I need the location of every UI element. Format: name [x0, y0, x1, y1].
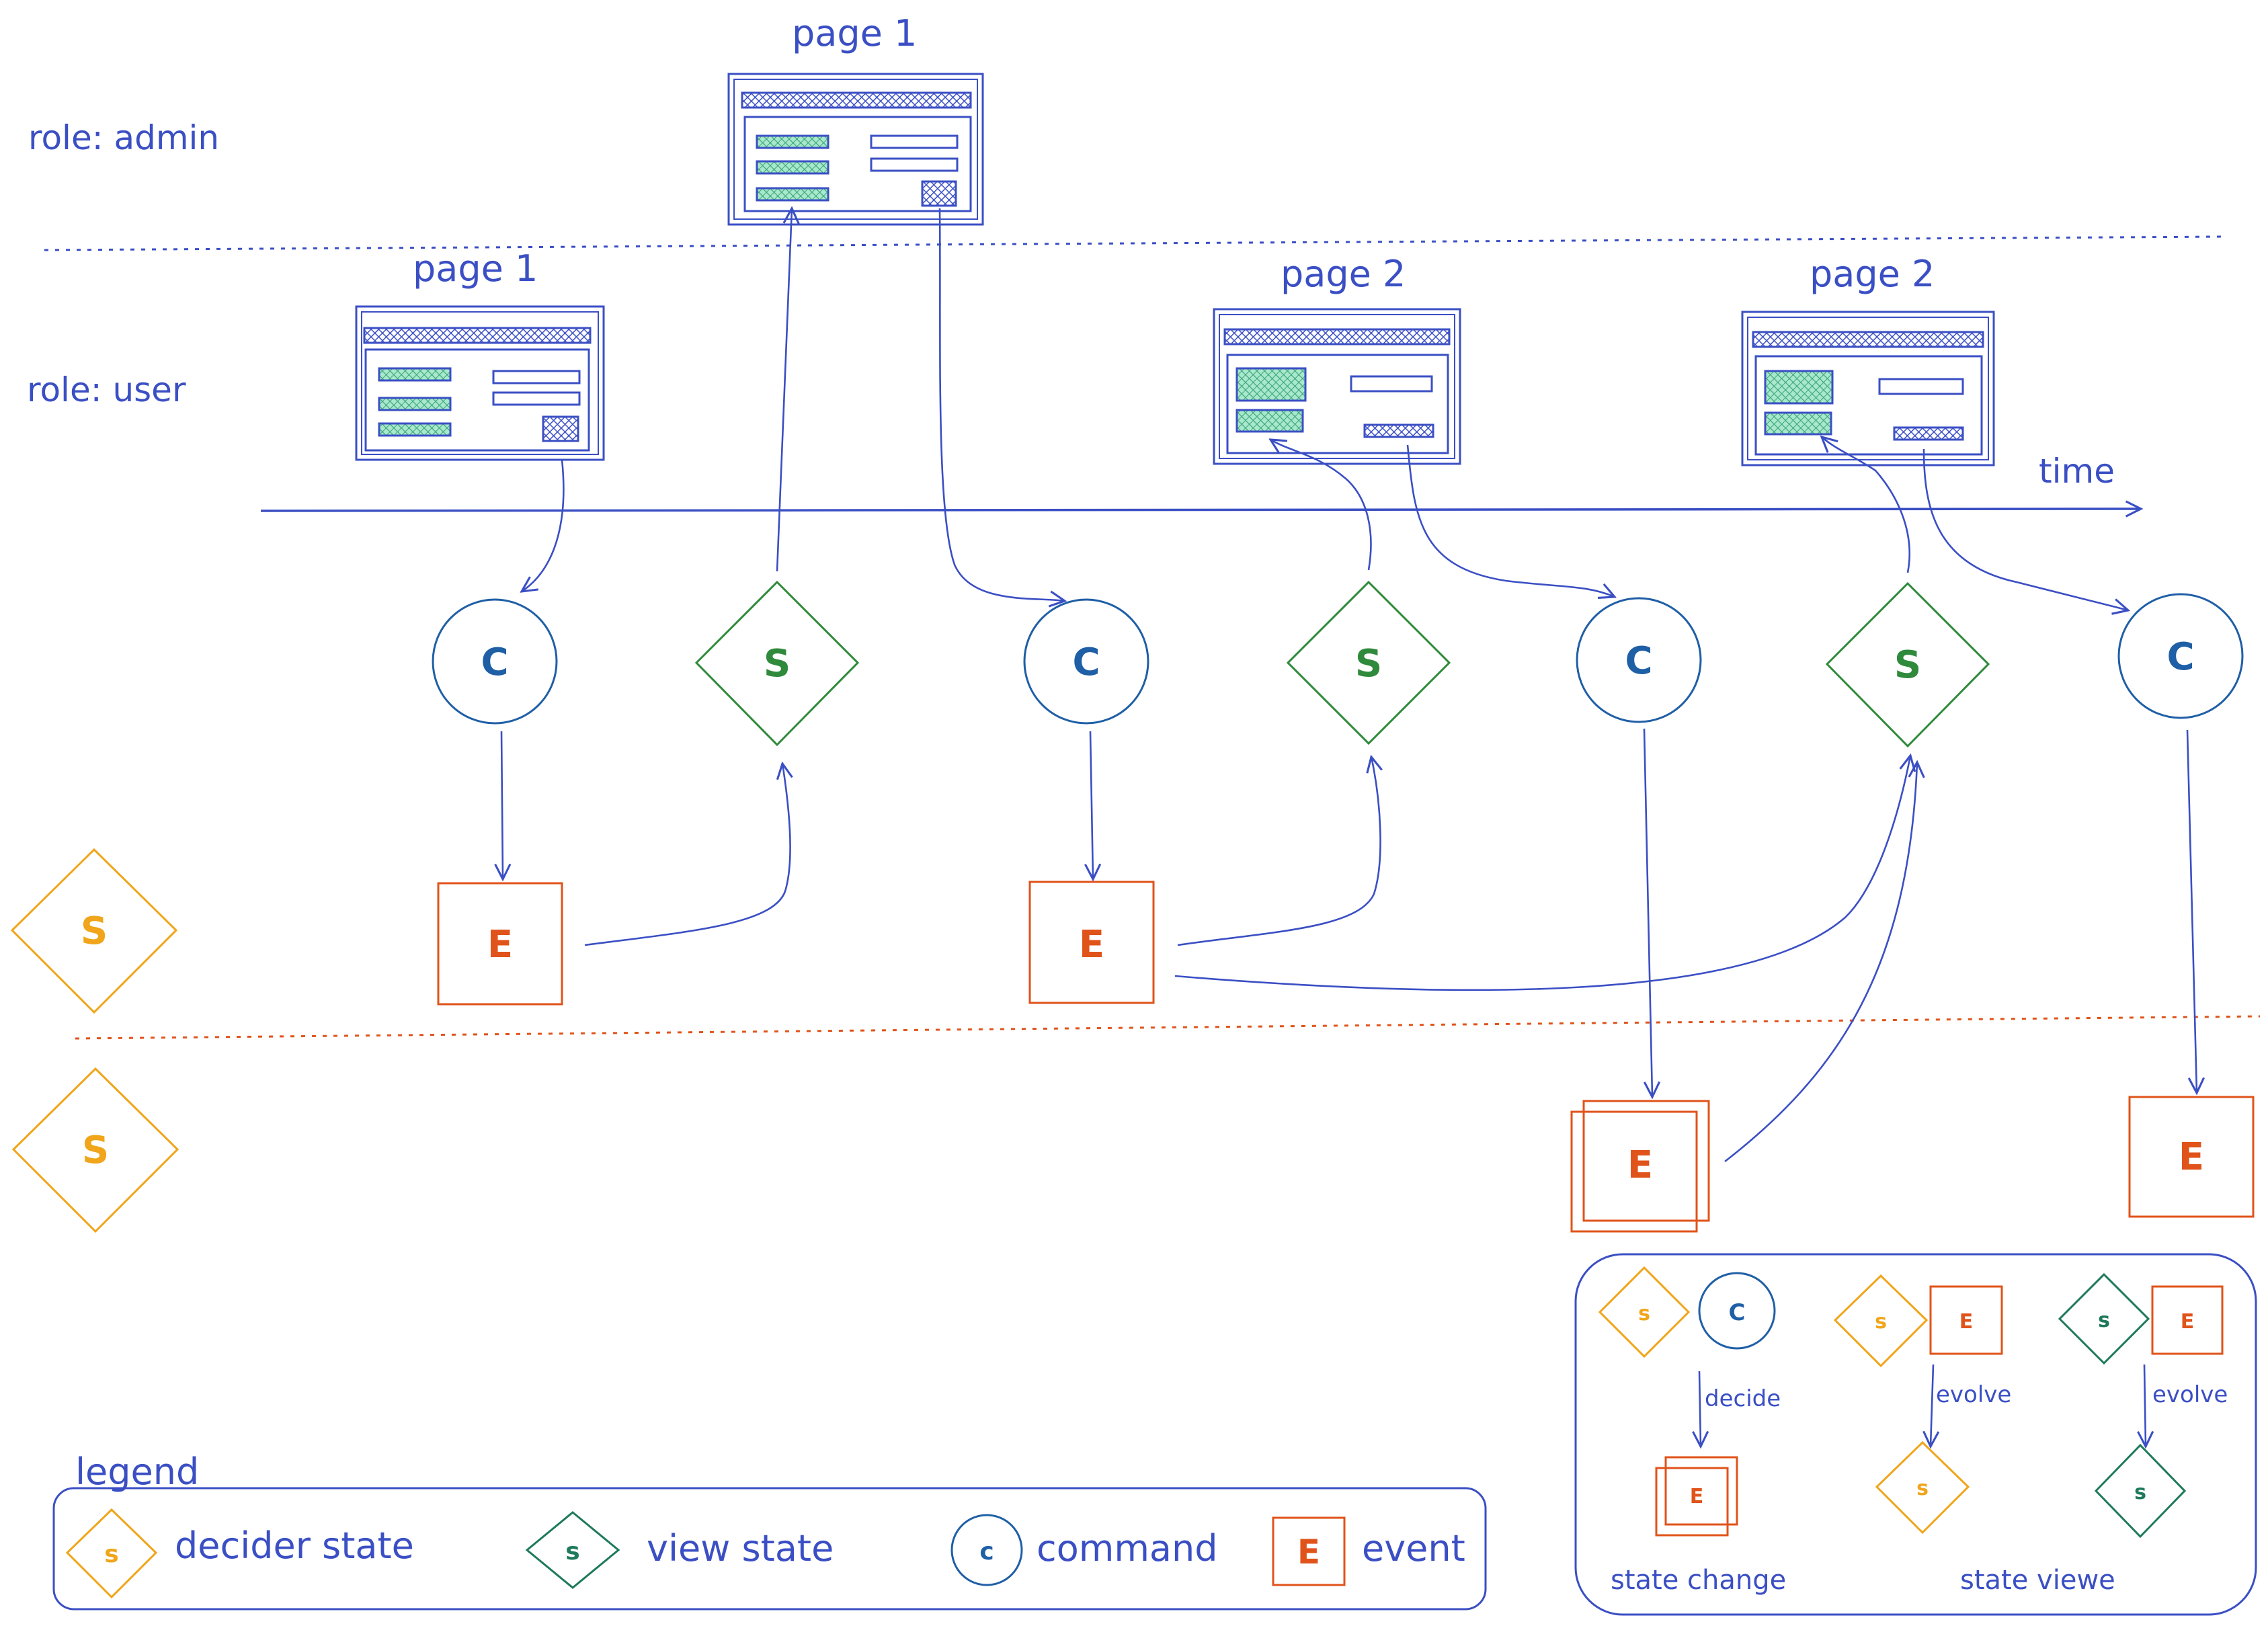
ops-evolve1-state-symbol: s [1875, 1310, 1887, 1334]
decider-state-1-label: S [81, 909, 108, 953]
ops-state-view-caption: state viewe [1960, 1565, 2115, 1596]
arrow-viewstate3-to-page2b [1822, 437, 1910, 573]
ops-evolve-view-group: s E evolve s state viewe [1960, 1272, 2228, 1596]
legend-decider-state-label: decider state [175, 1524, 414, 1567]
event-3-label: E [1627, 1143, 1653, 1187]
ops-evolve-decider-group: s E evolve s [1833, 1274, 2011, 1535]
arrow-event2-to-viewstate2 [1177, 757, 1381, 946]
lane-label-user: role: user [27, 370, 186, 409]
event-3-stacked: E [1570, 1100, 1710, 1233]
legend-command-symbol: c [979, 1538, 994, 1565]
arrow-page2a-to-command3 [1406, 444, 1615, 597]
time-label: time [2039, 452, 2115, 491]
ops-evolve1-result-symbol: s [1916, 1477, 1929, 1500]
arrow-page2b-to-command4 [1922, 448, 2128, 610]
arrow-command3-to-event3 [1643, 728, 1652, 1097]
legend-decider-state: s decider state [65, 1508, 414, 1599]
wireframe-admin-page1 [727, 73, 984, 226]
legend-event-label: event [1362, 1527, 1465, 1570]
legend-event-symbol: E [1297, 1533, 1320, 1572]
arrow-command1-to-event1 [501, 731, 503, 879]
legend-decider-state-symbol: s [104, 1541, 118, 1568]
lane-label-admin: role: admin [28, 118, 219, 157]
legend-event: E event [1272, 1516, 1465, 1586]
lane-divider-stream [75, 1015, 2261, 1040]
view-state-1-label: S [764, 642, 791, 686]
command-1: C [432, 598, 558, 725]
event-4-label: E [2179, 1135, 2204, 1179]
command-4: C [2117, 593, 2244, 719]
event-1: E [437, 882, 563, 1006]
page-title-user-page2-b: page 2 [1810, 253, 1935, 295]
view-state-2-label: S [1355, 642, 1382, 686]
command-3: C [1576, 597, 1702, 723]
command-1-label: C [481, 641, 508, 684]
operations-legend-box [1574, 1253, 2257, 1616]
arrow-event2-to-viewstate3 [1174, 756, 1910, 991]
legend-view-state-symbol: s [565, 1538, 579, 1565]
command-2: C [1023, 598, 1149, 725]
lane-divider-admin-user [44, 235, 2226, 251]
ops-state-change-caption: state change [1611, 1565, 1786, 1596]
decider-state-2-label: S [82, 1129, 109, 1172]
view-state-3-label: S [1894, 643, 1921, 687]
ops-evolve2-label: evolve [2152, 1381, 2228, 1408]
command-3-label: C [1625, 639, 1652, 683]
decider-state-user-stream: S [10, 848, 178, 1014]
view-state-2: S [1286, 580, 1451, 745]
wireframe-user-page2-b [1741, 311, 1995, 466]
ops-decide-state-symbol: s [1638, 1302, 1650, 1326]
page-title-user-page2-a: page 2 [1281, 253, 1406, 295]
page-title-admin-page1: page 1 [792, 12, 917, 54]
ops-evolve2-event-symbol: E [2181, 1310, 2195, 1334]
arrow-event1-to-viewstate1 [584, 764, 791, 946]
legend-box [52, 1487, 1487, 1611]
view-state-3: S [1825, 581, 1990, 748]
ops-evolve1-label: evolve [1936, 1381, 2011, 1408]
arrow-admin-page1-to-command2 [938, 208, 1065, 601]
arrow-viewstate1-to-admin-page1 [776, 208, 792, 572]
event-2: E [1028, 881, 1155, 1004]
ops-evolve2-result-symbol: s [2134, 1481, 2146, 1504]
ops-decide-group: s C decide E state change [1598, 1266, 1786, 1596]
legend-command: c command [950, 1514, 1218, 1586]
legend-command-label: command [1037, 1527, 1218, 1570]
legend-title: legend [75, 1451, 199, 1493]
ops-decide-result-symbol: E [1690, 1485, 1704, 1508]
command-2-label: C [1072, 641, 1100, 684]
event-2-label: E [1079, 923, 1104, 967]
arrow-viewstate2-to-page2a [1270, 440, 1372, 571]
arrow-command4-to-event4 [2186, 729, 2197, 1093]
flow-arrows [501, 208, 2197, 1163]
ops-decide-label: decide [1705, 1385, 1781, 1412]
legend-view-state-label: view state [647, 1527, 834, 1570]
event-4: E [2128, 1096, 2255, 1218]
page-title-user-page1: page 1 [413, 247, 538, 290]
time-axis [260, 509, 2141, 511]
legend-view-state: s view state [525, 1511, 834, 1589]
view-state-1: S [694, 580, 860, 747]
event-1-label: E [487, 923, 513, 967]
arrow-event3-to-viewstate3 [1724, 762, 1917, 1163]
command-4-label: C [2166, 635, 2194, 679]
arrow-page1-to-command1 [522, 459, 565, 592]
ops-decide-command-symbol: C [1729, 1299, 1746, 1326]
wireframe-user-page2-a [1213, 308, 1461, 465]
ops-evolve2-state-symbol: s [2098, 1309, 2110, 1332]
decider-state-second-stream: S [11, 1067, 179, 1233]
ops-evolve1-event-symbol: E [1959, 1310, 1974, 1334]
arrow-command2-to-event2 [1090, 731, 1093, 879]
wireframe-user-page1 [355, 305, 605, 461]
